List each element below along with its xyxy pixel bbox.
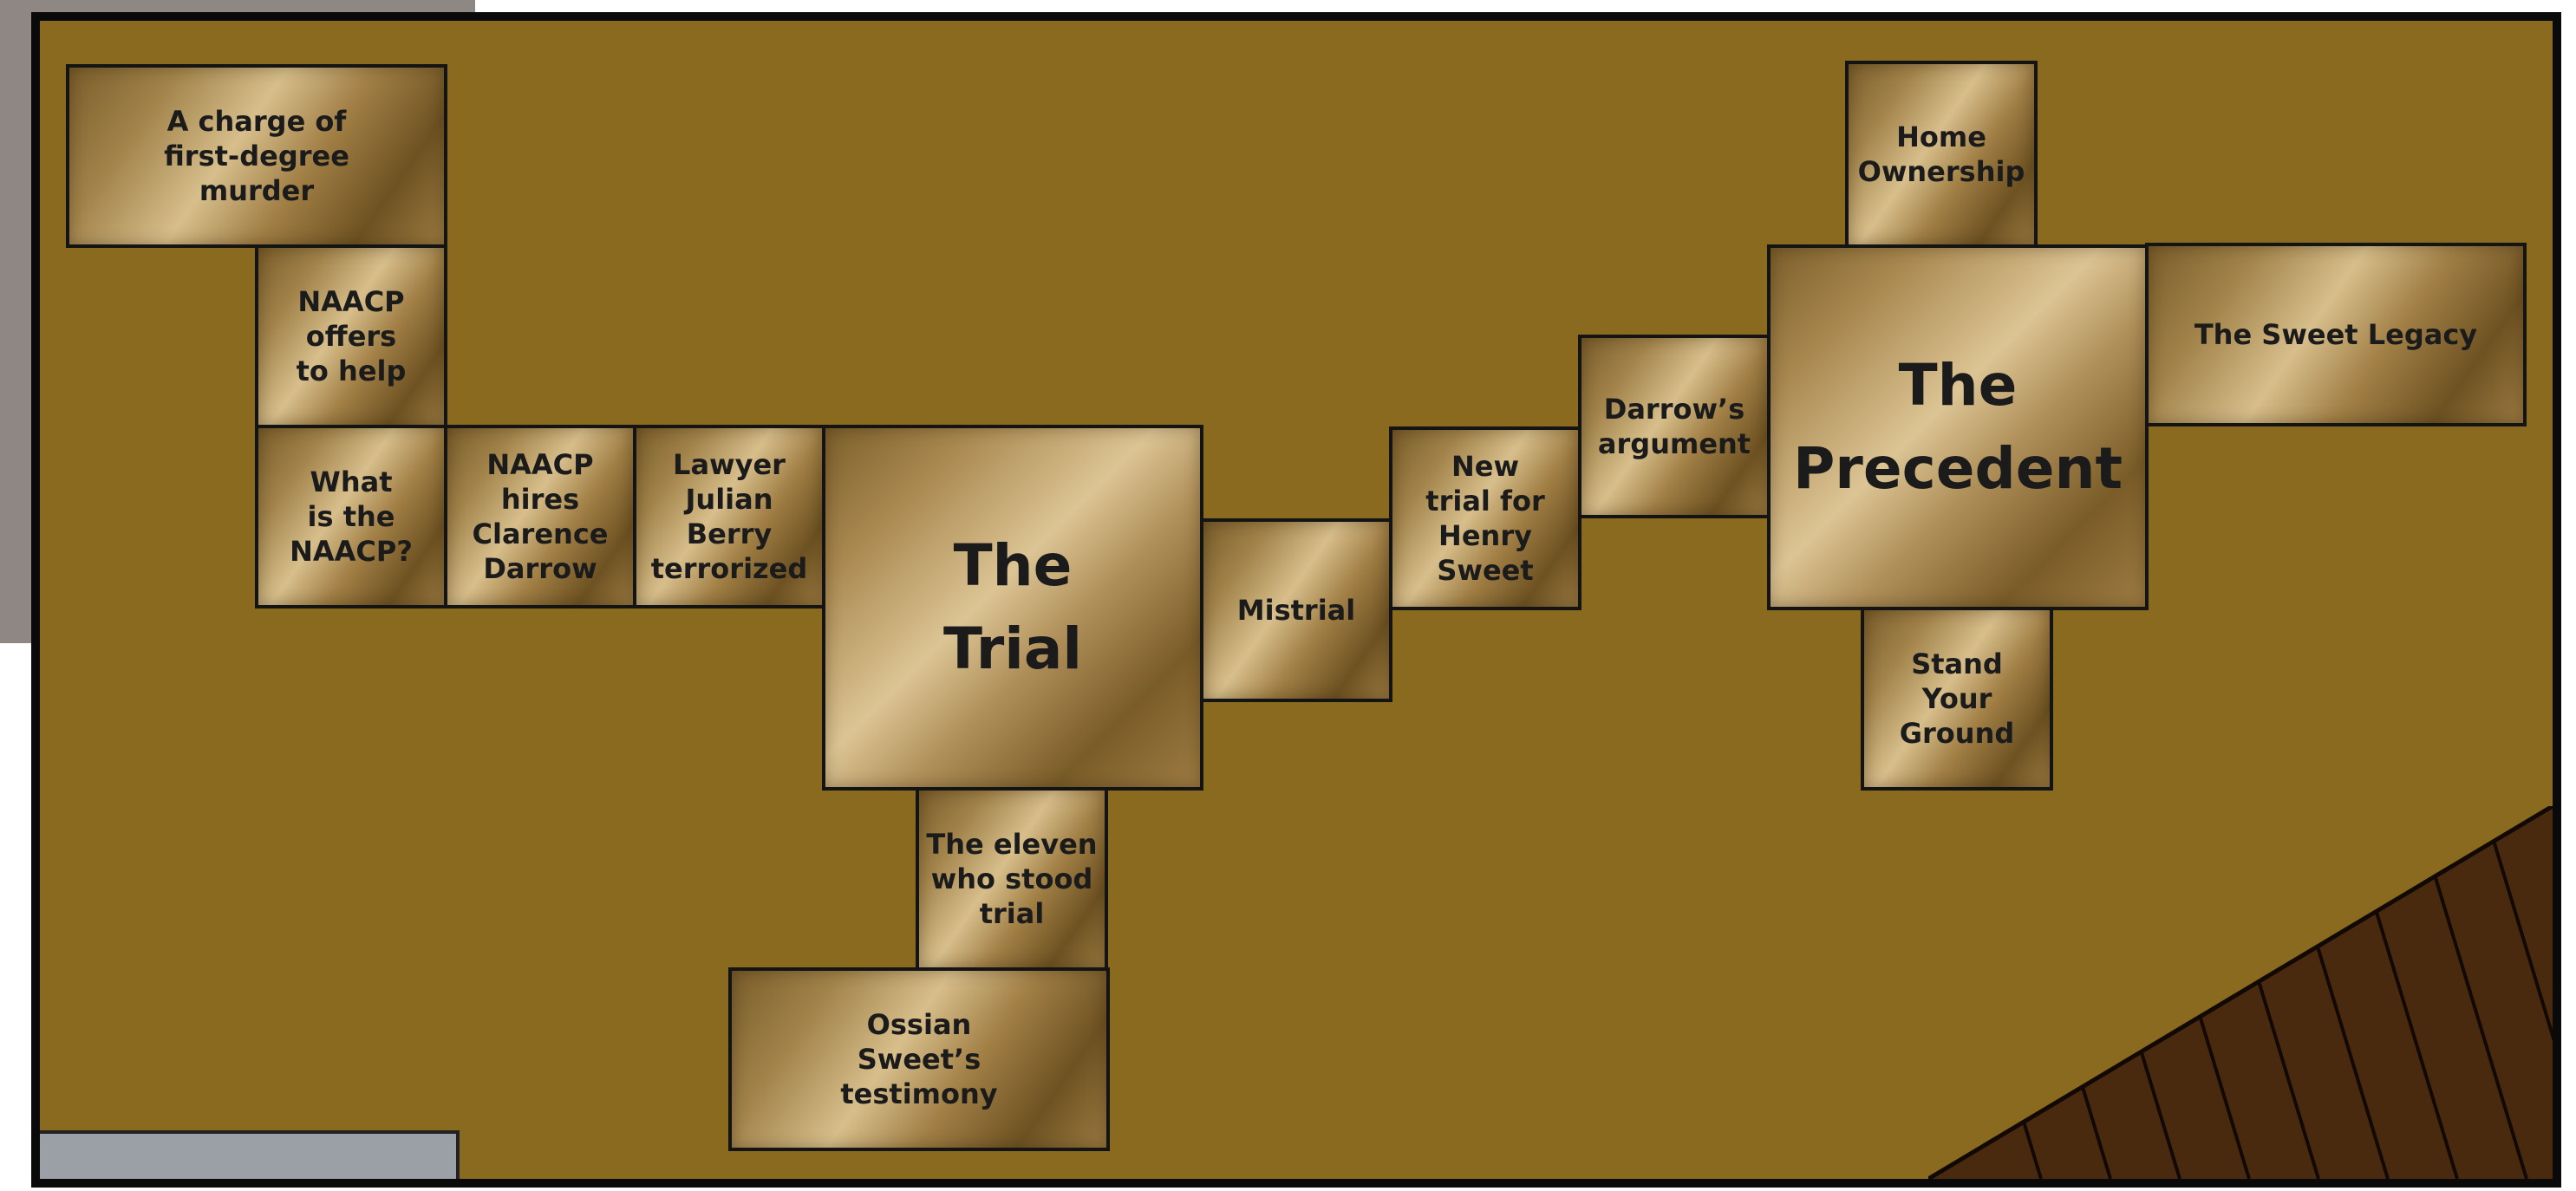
tile-label: What is the NAACP?	[290, 465, 413, 568]
tile-label: The Trial	[942, 532, 1083, 682]
bottom-left-panel	[40, 1130, 460, 1179]
tile-home-ownership[interactable]: Home Ownership	[1845, 61, 2038, 248]
tile-label: NAACP hires Clarence Darrow	[472, 448, 609, 585]
wood-floor-decoration	[1928, 806, 2553, 1179]
tile-label: A charge of first-degree murder	[164, 105, 349, 207]
tile-mistrial[interactable]: Mistrial	[1200, 518, 1392, 702]
tile-ossian-sweet-testimony[interactable]: Ossian Sweet’s testimony	[728, 967, 1110, 1151]
tile-darrows-argument[interactable]: Darrow’s argument	[1578, 335, 1771, 518]
tile-label: New trial for Henry Sweet	[1425, 450, 1545, 587]
tile-first-degree-murder[interactable]: A charge of first-degree murder	[66, 64, 447, 248]
tile-sweet-legacy[interactable]: The Sweet Legacy	[2145, 243, 2527, 426]
tile-label: The eleven who stood trial	[926, 828, 1098, 930]
tile-label: Mistrial	[1236, 594, 1356, 627]
tile-label: Home Ownership	[1857, 120, 2025, 188]
tile-new-trial-henry-sweet[interactable]: New trial for Henry Sweet	[1389, 426, 1581, 610]
tile-what-is-naacp[interactable]: What is the NAACP?	[255, 425, 447, 609]
tile-eleven-who-stood-trial[interactable]: The eleven who stood trial	[916, 787, 1108, 971]
timeline-board: A charge of first-degree murder NAACP of…	[31, 12, 2561, 1188]
tile-the-precedent[interactable]: The Precedent	[1767, 244, 2149, 610]
tile-label: Ossian Sweet’s testimony	[840, 1008, 998, 1110]
tile-label: Darrow’s argument	[1597, 393, 1751, 460]
tile-naacp-hires-darrow[interactable]: NAACP hires Clarence Darrow	[444, 425, 636, 609]
tile-naacp-offers-help[interactable]: NAACP offers to help	[255, 244, 447, 428]
tile-label: The Precedent	[1792, 352, 2123, 502]
tile-label: NAACP offers to help	[296, 285, 407, 387]
tile-the-trial[interactable]: The Trial	[822, 425, 1203, 791]
tile-stand-your-ground[interactable]: Stand Your Ground	[1861, 607, 2053, 791]
tile-label: Stand Your Ground	[1899, 648, 2015, 750]
tile-label: The Sweet Legacy	[2194, 318, 2478, 351]
tile-label: Lawyer Julian Berry terrorized	[650, 448, 808, 585]
tile-lawyer-julian-berry[interactable]: Lawyer Julian Berry terrorized	[633, 425, 825, 609]
